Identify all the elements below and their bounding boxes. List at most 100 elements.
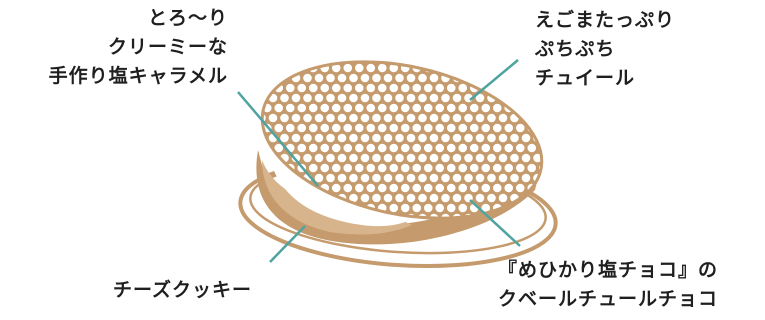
tuile-hole (406, 153, 416, 163)
tuile-hole (337, 173, 347, 183)
tuile-hole (372, 193, 381, 203)
tuile-hole (573, 144, 582, 153)
tuile-hole (406, 133, 416, 143)
tuile-hole (510, 133, 519, 143)
tuile-hole (521, 173, 531, 183)
tuile-hole (573, 184, 582, 193)
tuile-hole (481, 63, 491, 73)
tuile-hole (285, 63, 295, 73)
tuile-hole (568, 214, 577, 223)
tuile-hole (354, 63, 364, 73)
tuile-hole (429, 53, 439, 63)
tuile-hole (418, 93, 427, 103)
tuile-hole (538, 123, 548, 133)
label-tuile: えごまたっぷり ぷちぷち チュイール (535, 6, 675, 93)
tuile-hole (395, 153, 404, 163)
tuile-hole (303, 113, 312, 123)
tuile-hole (498, 113, 508, 123)
tuile-hole (464, 53, 473, 63)
tuile-hole (441, 133, 450, 143)
tuile-hole (343, 103, 353, 113)
tuile-hole (395, 53, 404, 63)
tuile-hole (556, 193, 557, 203)
tuile-hole (343, 83, 353, 93)
tuile-hole (372, 153, 381, 163)
tuile-hole (372, 133, 381, 143)
tuile-hole (469, 143, 479, 153)
tuile-hole (487, 53, 496, 63)
tuile-hole (510, 153, 519, 163)
tuile-hole (331, 163, 341, 173)
tuile-hole (412, 163, 422, 173)
tuile-hole (331, 123, 341, 133)
tuile-hole (487, 193, 496, 203)
tuile-hole (337, 113, 347, 123)
tuile-hole (446, 203, 456, 213)
tuile-hole (452, 53, 462, 63)
tuile-hole (366, 63, 376, 73)
tuile-hole (377, 103, 387, 113)
tuile-hole (544, 193, 554, 203)
tuile-hole (498, 173, 508, 183)
tuile-hole (268, 113, 278, 123)
tuile-hole (469, 163, 479, 173)
tuile-hole (527, 163, 537, 173)
tuile-hole (452, 133, 462, 143)
tuile-hole (412, 203, 422, 213)
tuile-hole (360, 73, 370, 83)
tuile-hole (314, 53, 324, 63)
label-line: 『めひかり塩チョコ』の (498, 259, 719, 281)
tuile-hole (481, 183, 491, 193)
tuile-hole (291, 53, 301, 63)
tuile-hole (452, 93, 462, 103)
tuile-hole (412, 103, 422, 113)
tuile-hole (297, 103, 307, 113)
tuile-hole (579, 114, 588, 123)
tuile-hole (550, 183, 557, 193)
tuile-hole (303, 73, 312, 83)
tuile-hole (291, 113, 301, 123)
tuile-hole (308, 143, 318, 153)
tuile-hole (504, 163, 514, 173)
tuile-hole (458, 183, 468, 193)
tuile-hole (360, 153, 370, 163)
tuile-hole (257, 53, 266, 63)
label-line: クリーミーな (107, 36, 228, 58)
tuile-hole (510, 173, 519, 183)
tuile-hole (349, 93, 358, 103)
tuile-hole (326, 53, 335, 63)
tuile-hole (280, 113, 289, 123)
label-line: えごまたっぷり (535, 9, 676, 31)
tuile-hole (247, 153, 255, 163)
tuile-hole (568, 94, 577, 103)
tuile-hole (389, 123, 399, 133)
tuile-hole (458, 203, 468, 213)
tuile-hole (343, 143, 353, 153)
tuile-hole (492, 103, 502, 113)
caramel-drip (262, 160, 412, 235)
tuile-hole (585, 164, 594, 173)
tuile-hole (268, 73, 278, 83)
tuile-hole (377, 183, 387, 193)
tuile-hole (475, 93, 485, 103)
label-line: 手作り塩キャラメル (48, 65, 228, 87)
tuile-hole (521, 153, 531, 163)
tuile-hole (475, 113, 485, 123)
tuile-hole (573, 224, 582, 233)
tuile-hole (550, 123, 557, 133)
tuile-hole (274, 143, 284, 153)
tuile-hole (303, 53, 312, 63)
tuile-hole (354, 123, 364, 133)
tuile-hole (354, 163, 364, 173)
tuile-hole (429, 73, 439, 83)
tuile-hole (464, 73, 473, 83)
tuile-hole (527, 143, 537, 153)
tuile-hole (504, 183, 514, 193)
tuile-hole (579, 194, 588, 203)
tuile-hole (429, 153, 439, 163)
tuile-hole (400, 163, 410, 173)
tuile-hole (326, 133, 335, 143)
tuile-hole (251, 123, 261, 133)
tuile-hole (579, 134, 588, 143)
